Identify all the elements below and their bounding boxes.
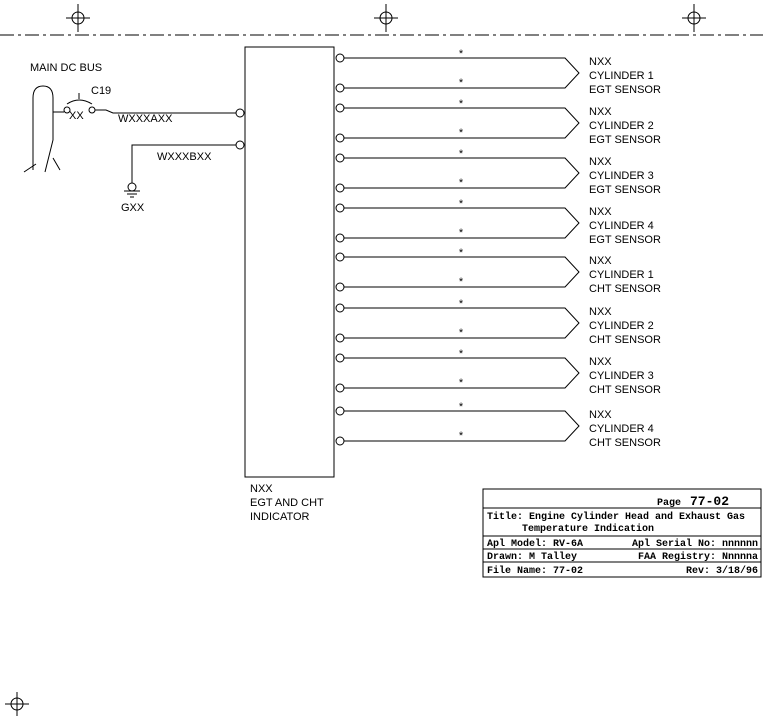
registration-mark-bottom-left bbox=[5, 692, 29, 716]
title-block-serial: Apl Serial No: nnnnnn bbox=[632, 538, 758, 550]
sensor-4-cylinder: CYLINDER 4 bbox=[589, 220, 654, 232]
sensor-3-leads bbox=[344, 157, 580, 189]
sensor-4-id: NXX bbox=[589, 206, 612, 218]
title-block-page-number: 77-02 bbox=[690, 494, 729, 509]
bus-bar-symbol bbox=[23, 85, 61, 173]
sensor-5-id: NXX bbox=[589, 255, 612, 267]
sensor-3-terminal-b bbox=[335, 183, 345, 193]
sensor-8-cylinder: CYLINDER 4 bbox=[589, 423, 654, 435]
sensor-5-star-a: * bbox=[459, 247, 464, 259]
indicator-label-line1: NXX bbox=[250, 483, 273, 495]
sensor-5-cylinder: CYLINDER 1 bbox=[589, 269, 654, 281]
breaker-label: C19 bbox=[91, 85, 111, 97]
registration-mark-top-center bbox=[374, 4, 398, 32]
sensor-6-leads bbox=[344, 307, 580, 339]
sensor-1-terminal-b bbox=[335, 83, 345, 93]
sensor-8-star-b: * bbox=[459, 430, 464, 442]
sensor-4-star-b: * bbox=[459, 227, 464, 239]
ground-terminal bbox=[235, 140, 245, 150]
sensor-8-type: CHT SENSOR bbox=[589, 437, 661, 449]
sensor-1-terminal-a bbox=[335, 53, 345, 63]
sensor-3-id: NXX bbox=[589, 156, 612, 168]
sensor-2-terminal-a bbox=[335, 103, 345, 113]
sensor-2-leads bbox=[344, 107, 580, 139]
sensor-2-id: NXX bbox=[589, 106, 612, 118]
sensor-3-cylinder: CYLINDER 3 bbox=[589, 170, 654, 182]
sensor-5-terminal-a bbox=[335, 252, 345, 262]
sensor-1-star-b: * bbox=[459, 77, 464, 89]
sensor-7-terminal-a bbox=[335, 353, 345, 363]
sensor-3-type: EGT SENSOR bbox=[589, 184, 661, 196]
sensor-6-id: NXX bbox=[589, 306, 612, 318]
sensor-4-terminal-a bbox=[335, 203, 345, 213]
sensor-8-leads bbox=[344, 410, 580, 442]
indicator-label-line3: INDICATOR bbox=[250, 511, 310, 523]
sensor-5-terminal-b bbox=[335, 282, 345, 292]
sensor-7-leads bbox=[344, 357, 580, 389]
sensor-1-leads bbox=[344, 57, 580, 89]
sensor-1-type: EGT SENSOR bbox=[589, 84, 661, 96]
power-wire-label: WXXXAXX bbox=[118, 113, 173, 125]
title-block-drawn: Drawn: M Talley bbox=[487, 551, 577, 563]
sensor-1-id: NXX bbox=[589, 56, 612, 68]
sensor-8-id: NXX bbox=[589, 409, 612, 421]
title-block-title-line2: Temperature Indication bbox=[522, 523, 654, 535]
sensor-2-star-b: * bbox=[459, 127, 464, 139]
bus-label: MAIN DC BUS bbox=[30, 62, 102, 74]
sensor-channels: * * NXX CYLINDER 1 EGT SENSOR * * NXX CYLINDER 2… bbox=[335, 48, 661, 449]
ground-label: GXX bbox=[121, 202, 145, 214]
ground-wire bbox=[131, 144, 236, 183]
power-wire bbox=[95, 109, 238, 114]
title-block-registry: FAA Registry: Nnnnna bbox=[638, 551, 758, 563]
sensor-8-terminal-a bbox=[335, 406, 345, 416]
indicator-label-line2: EGT AND CHT bbox=[250, 497, 324, 509]
breaker-rating: XX bbox=[69, 110, 84, 122]
sensor-4-terminal-b bbox=[335, 233, 345, 243]
title-block bbox=[482, 488, 762, 578]
sensor-7-star-b: * bbox=[459, 377, 464, 389]
registration-mark-top-left bbox=[66, 4, 90, 32]
title-block-rev: Rev: 3/18/96 bbox=[686, 565, 758, 577]
sensor-1-star-a: * bbox=[459, 48, 464, 60]
circuit-breaker-c19 bbox=[53, 93, 96, 114]
title-block-title-line1: Title: Engine Cylinder Head and Exhaust … bbox=[487, 511, 745, 523]
sensor-7-type: CHT SENSOR bbox=[589, 384, 661, 396]
sensor-4-type: EGT SENSOR bbox=[589, 234, 661, 246]
sensor-6-star-a: * bbox=[459, 298, 464, 310]
sensor-2-terminal-b bbox=[335, 133, 345, 143]
title-block-model: Apl Model: RV-6A bbox=[487, 538, 583, 550]
sensor-3-star-a: * bbox=[459, 148, 464, 160]
sensor-8-terminal-b bbox=[335, 436, 345, 446]
egt-cht-indicator-box bbox=[244, 46, 335, 478]
sensor-3-terminal-a bbox=[335, 153, 345, 163]
title-block-file: File Name: 77-02 bbox=[487, 565, 583, 577]
sensor-6-star-b: * bbox=[459, 327, 464, 339]
sensor-4-leads bbox=[344, 207, 580, 239]
sensor-5-star-b: * bbox=[459, 276, 464, 288]
sensor-2-star-a: * bbox=[459, 98, 464, 110]
sensor-5-leads bbox=[344, 256, 580, 288]
ground-symbol bbox=[124, 182, 140, 198]
sensor-7-star-a: * bbox=[459, 348, 464, 360]
sensor-1-cylinder: CYLINDER 1 bbox=[589, 70, 654, 82]
sensor-7-id: NXX bbox=[589, 356, 612, 368]
sensor-5-type: CHT SENSOR bbox=[589, 283, 661, 295]
ground-wire-label: WXXXBXX bbox=[157, 151, 212, 163]
registration-mark-top-right bbox=[682, 4, 706, 32]
sensor-6-cylinder: CYLINDER 2 bbox=[589, 320, 654, 332]
sensor-3-star-b: * bbox=[459, 177, 464, 189]
sensor-4-star-a: * bbox=[459, 198, 464, 210]
sensor-2-cylinder: CYLINDER 2 bbox=[589, 120, 654, 132]
title-block-page-label: Page bbox=[657, 498, 681, 509]
sensor-7-terminal-b bbox=[335, 383, 345, 393]
sensor-6-terminal-b bbox=[335, 333, 345, 343]
sensor-7-cylinder: CYLINDER 3 bbox=[589, 370, 654, 382]
sensor-6-type: CHT SENSOR bbox=[589, 334, 661, 346]
sensor-2-type: EGT SENSOR bbox=[589, 134, 661, 146]
sensor-8-star-a: * bbox=[459, 401, 464, 413]
power-terminal bbox=[235, 108, 245, 118]
sensor-6-terminal-a bbox=[335, 303, 345, 313]
